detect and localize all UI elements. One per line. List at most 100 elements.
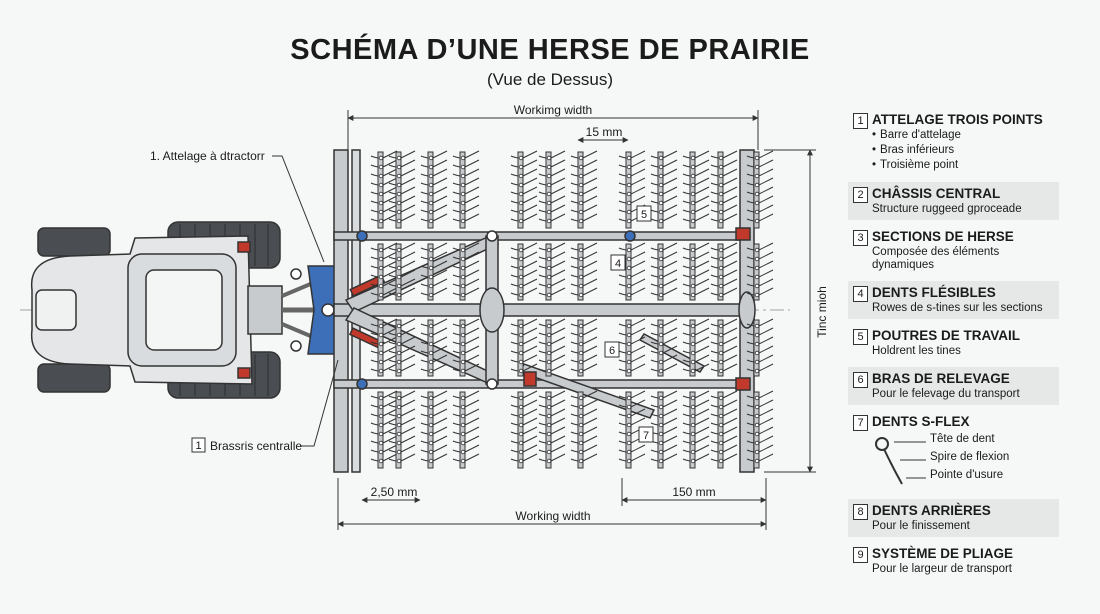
tine-coil <box>518 218 524 224</box>
left-light <box>237 241 251 253</box>
tine-bar <box>717 151 724 229</box>
tine-coil <box>518 283 524 289</box>
legend-item-2: 2 CHÂSSIS CENTRAL Structure ruggeed gpro… <box>848 182 1059 220</box>
spring-tine <box>618 399 646 408</box>
tine-coil <box>546 458 552 464</box>
tine-coil <box>460 209 466 215</box>
spring-tine <box>746 159 774 168</box>
tine-coil <box>690 200 696 206</box>
tine-coil <box>460 323 466 329</box>
spring-tine <box>570 287 598 296</box>
spring-tine <box>570 159 598 168</box>
tine-coil <box>690 359 696 365</box>
tine-coil <box>518 458 524 464</box>
tine-coil <box>378 431 384 437</box>
tine-coil <box>658 341 664 347</box>
spring-tine <box>570 444 598 453</box>
tine-coil <box>518 350 524 356</box>
spring-tine <box>650 186 678 195</box>
tine-coil <box>690 173 696 179</box>
spring-tine <box>420 426 448 435</box>
spring-tine <box>682 251 710 260</box>
tine-coil <box>658 283 664 289</box>
tine-coil <box>626 404 632 410</box>
spring-tine <box>420 318 448 327</box>
spring-tine <box>420 363 448 372</box>
tine-coil <box>690 449 696 455</box>
spring-tine <box>746 399 774 408</box>
tine-coil <box>690 404 696 410</box>
tine-coil <box>546 323 552 329</box>
tine-coil <box>428 449 434 455</box>
tine-coil <box>428 191 434 197</box>
tine-coil <box>754 191 760 197</box>
tine-coil <box>518 395 524 401</box>
tine-part-label: Tête de dent <box>930 433 995 445</box>
svg-text:5: 5 <box>641 209 647 221</box>
spring-tine <box>538 327 566 336</box>
tine-sections <box>370 150 774 469</box>
spring-tine <box>510 278 538 287</box>
tine-coil <box>658 431 664 437</box>
harrow-diagram: Workimg width 15 mm Working width 2,50 m… <box>20 103 829 530</box>
tine-bar <box>377 243 384 301</box>
spring-tine <box>388 327 416 336</box>
tine-coil <box>578 173 584 179</box>
tine-coil <box>460 292 466 298</box>
spring-tine <box>618 195 646 204</box>
tine-coil <box>546 283 552 289</box>
tine-coil <box>378 274 384 280</box>
tine-coil <box>396 368 402 374</box>
spring-tine <box>618 242 646 251</box>
tine-coil <box>754 395 760 401</box>
spring-tine <box>510 251 538 260</box>
tine-coil <box>460 283 466 289</box>
tine-coil <box>396 431 402 437</box>
tine-coil <box>718 368 724 374</box>
spring-tine <box>682 242 710 251</box>
tine-coil <box>690 247 696 253</box>
spring-tine <box>710 251 738 260</box>
tine-coil <box>518 323 524 329</box>
tine-coil <box>718 155 724 161</box>
spring-tine <box>452 159 480 168</box>
spring-tine <box>746 168 774 177</box>
tine-coil <box>718 274 724 280</box>
spring-tine <box>452 278 480 287</box>
tine-coil <box>578 209 584 215</box>
tine-coil <box>626 283 632 289</box>
spring-tine <box>710 417 738 426</box>
tine-coil <box>460 191 466 197</box>
tine-coil <box>460 350 466 356</box>
spring-tine <box>746 336 774 345</box>
spring-tine <box>388 408 416 417</box>
tine-coil <box>718 200 724 206</box>
tine-coil <box>718 449 724 455</box>
spring-tine <box>538 345 566 354</box>
tine-bar <box>717 319 724 377</box>
spring-tine <box>650 242 678 251</box>
tine-coil <box>626 265 632 271</box>
tine-coil <box>626 413 632 419</box>
legend-item-1: 1 ATTELAGE TROIS POINTS Barre d'attelage… <box>848 108 1059 177</box>
spring-tine <box>538 168 566 177</box>
tine-bar <box>753 243 760 301</box>
spring-tine <box>538 363 566 372</box>
rear-frame <box>247 285 283 335</box>
spring-tine <box>682 417 710 426</box>
tine-coil <box>718 182 724 188</box>
tine-coil <box>718 218 724 224</box>
tine-coil <box>718 265 724 271</box>
legend-title: DENTS ARRIÈRES <box>872 503 991 518</box>
tine-coil <box>658 265 664 271</box>
tine-coil <box>546 218 552 224</box>
spring-tine <box>538 242 566 251</box>
callout-arm-leader <box>300 359 339 447</box>
legend-num: 1 <box>853 113 868 129</box>
tine-coil <box>546 422 552 428</box>
spring-tine <box>618 159 646 168</box>
tine-coil <box>578 440 584 446</box>
tine-coil <box>396 182 402 188</box>
spring-tine <box>388 417 416 426</box>
tine-coil <box>378 218 384 224</box>
